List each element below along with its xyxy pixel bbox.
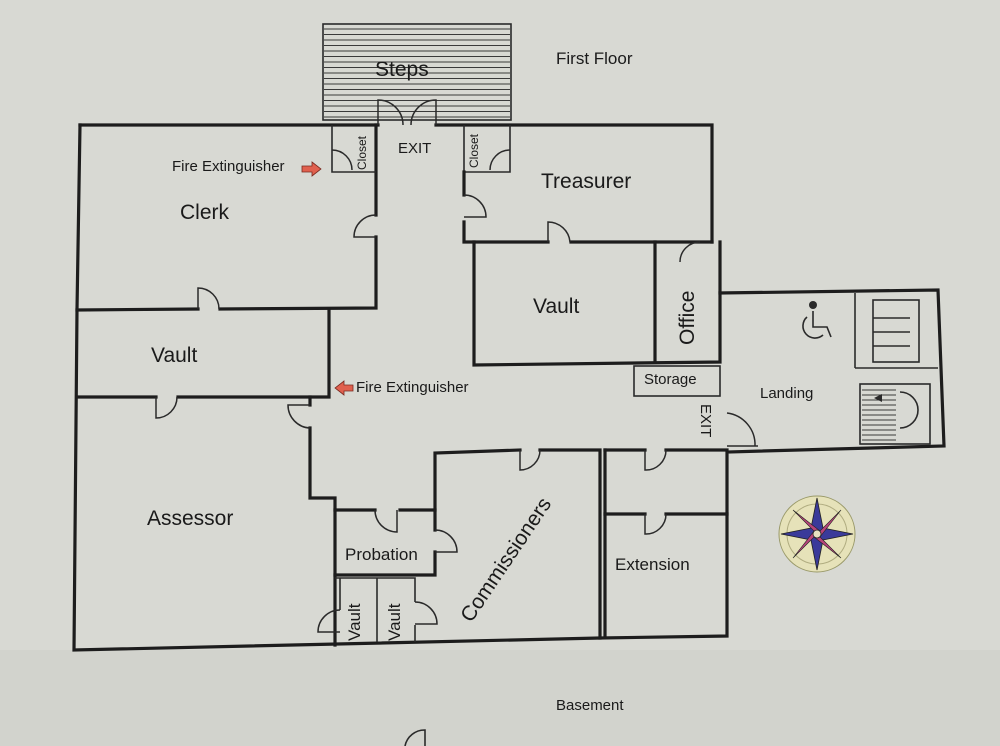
landing-label: Landing — [760, 385, 814, 402]
interior-walls — [75, 123, 758, 647]
probation-room-label: Probation — [345, 545, 418, 564]
exit-label-side: EXIT — [697, 404, 714, 438]
fire-extinguisher-label-2: Fire Extinguisher — [356, 379, 469, 396]
clerk-vault-label: Vault — [151, 344, 198, 367]
compass-rose-icon — [778, 495, 856, 573]
small-vault-label-1: Vault — [345, 603, 364, 642]
steps-label: Steps — [375, 58, 429, 81]
clerk-room-label: Clerk — [180, 201, 230, 224]
basement-label: Basement — [556, 697, 624, 714]
basement-door-hint — [404, 729, 426, 746]
exit-label-top: EXIT — [398, 140, 432, 157]
office-room-label: Office — [676, 290, 699, 345]
extension-room-label: Extension — [615, 555, 690, 574]
small-vault-label-2: Vault — [385, 603, 404, 642]
steps-drawing — [322, 23, 512, 121]
wheelchair-icon — [802, 301, 832, 339]
fire-extinguisher-arrow-1 — [301, 161, 322, 177]
treasurer-room-label: Treasurer — [541, 170, 632, 193]
door-swings — [155, 99, 756, 633]
fire-extinguisher-label-1: Fire Extinguisher — [172, 158, 285, 175]
elevator-and-stairwell — [854, 293, 938, 445]
storage-room-label: Storage — [644, 371, 697, 388]
closet-label-left: Closet — [355, 135, 369, 170]
closet-label-right: Closet — [467, 133, 481, 168]
exterior-walls — [72, 123, 946, 652]
floor-title: First Floor — [556, 49, 633, 68]
treasurer-vault-label: Vault — [533, 295, 580, 318]
fire-extinguisher-arrow-2 — [334, 380, 354, 396]
assessor-room-label: Assessor — [147, 507, 234, 530]
